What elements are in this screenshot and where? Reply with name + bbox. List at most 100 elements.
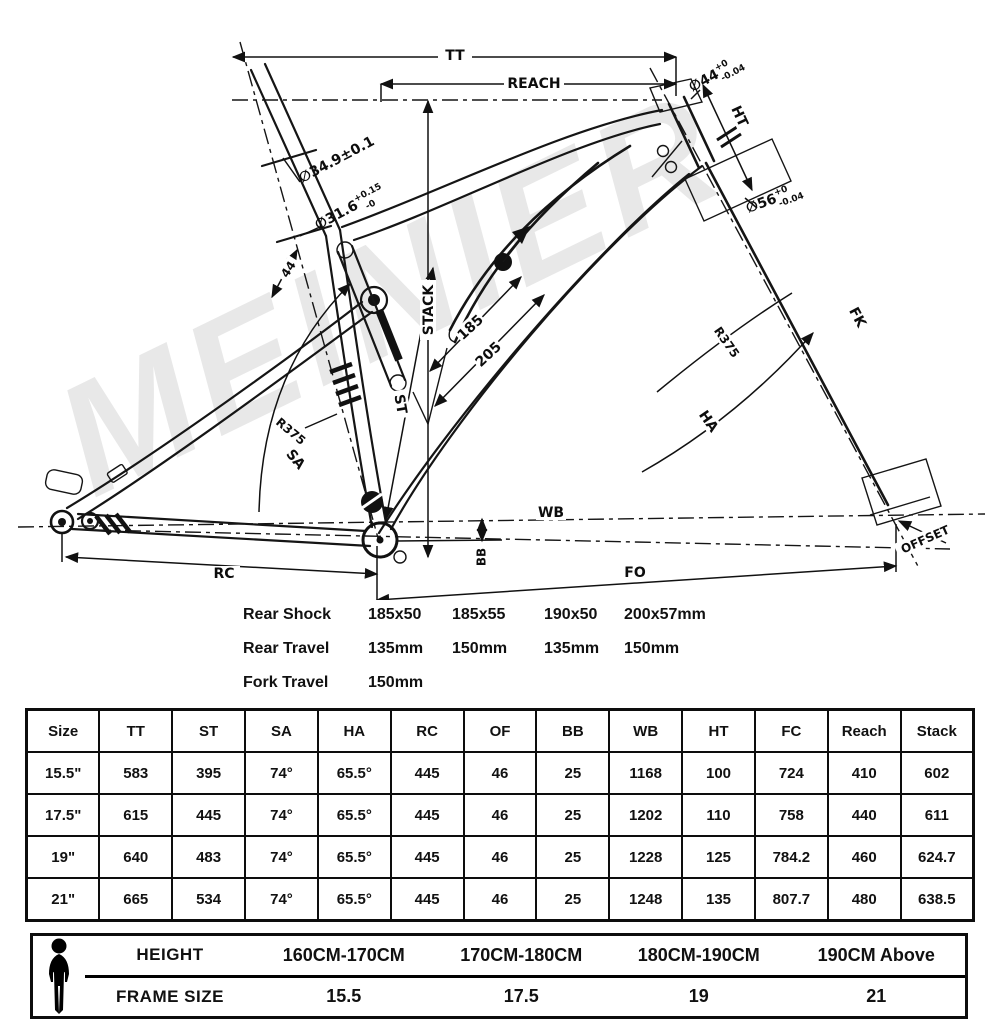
geo-column-header: FC xyxy=(753,708,829,753)
geo-value-cell: 25 xyxy=(535,793,611,837)
geo-column-header: Reach xyxy=(826,708,902,753)
geo-value-cell: 74° xyxy=(244,793,319,837)
spec-value: 200x57mm xyxy=(624,606,706,623)
geo-value-cell: 807.7 xyxy=(753,877,829,922)
spec-value: 135mm xyxy=(368,640,424,657)
r375-left-label: R375 xyxy=(273,415,308,448)
geo-size-cell: 15.5" xyxy=(25,751,101,795)
geo-value-cell: 46 xyxy=(462,835,538,879)
geo-column-header: HA xyxy=(316,708,392,753)
spec-label: Rear Travel xyxy=(243,640,330,657)
bottom-bracket xyxy=(361,521,399,559)
spec-row: Rear Shock 185x50 185x55 190x50 200x57mm xyxy=(243,598,744,632)
size-value: 17.5 xyxy=(503,986,539,1007)
geo-value-cell: 460 xyxy=(826,835,902,879)
geo-value-cell: 638.5 xyxy=(899,877,975,922)
frame-details xyxy=(44,78,942,564)
geo-value-cell: 1228 xyxy=(608,835,684,879)
size-row-label: FRAME SIZE xyxy=(116,986,224,1006)
geo-value-cell: 135 xyxy=(681,877,756,922)
size-value: 160CM-170CM xyxy=(282,944,405,965)
size-value: 15.5 xyxy=(326,986,362,1007)
headset-bottom-cup xyxy=(684,138,792,222)
geo-value-cell: 1202 xyxy=(608,793,684,837)
geo-value-cell: 483 xyxy=(171,835,247,879)
geo-size-cell: 21" xyxy=(25,877,101,922)
geo-value-cell: 445 xyxy=(389,751,465,795)
geo-value-cell: 25 xyxy=(535,751,611,795)
geo-value-cell: 445 xyxy=(389,793,465,837)
spec-label: Rear Shock xyxy=(243,606,332,623)
geo-value-cell: 25 xyxy=(535,835,611,879)
geo-value-cell: 74° xyxy=(244,751,319,795)
geo-size-cell: 17.5" xyxy=(25,793,101,837)
geo-value-cell: 1248 xyxy=(608,877,684,922)
st-label: ST xyxy=(390,393,409,416)
spec-value: 185x50 xyxy=(368,606,422,623)
geo-value-cell: 611 xyxy=(899,793,975,837)
size-value: 21 xyxy=(866,986,887,1007)
spec-value: 150mm xyxy=(624,640,680,657)
frame-geometry-drawing: MEINIER xyxy=(17,41,986,600)
geo-value-cell: 602 xyxy=(899,751,975,795)
geo-value-cell: 784.2 xyxy=(753,835,829,879)
geo-value-cell: 440 xyxy=(826,793,902,837)
spec-label: Fork Travel xyxy=(243,674,329,691)
reach-label: REACH xyxy=(507,76,560,92)
size-value: 190CM Above xyxy=(817,944,935,965)
geo-value-cell: 445 xyxy=(389,877,465,922)
wb-label: WB xyxy=(538,505,564,521)
geo-column-header: SA xyxy=(244,708,319,753)
geo-column-header: TT xyxy=(98,708,174,753)
geo-value-cell: 25 xyxy=(535,877,611,922)
stack-label: STACK xyxy=(421,284,437,336)
geo-value-cell: 624.7 xyxy=(899,835,975,879)
geo-column-header: Stack xyxy=(899,708,975,753)
geo-size-cell: 19" xyxy=(25,835,101,879)
geo-column-header: ST xyxy=(171,708,247,753)
front-dropout xyxy=(861,458,942,526)
geo-value-cell: 445 xyxy=(389,835,465,879)
geo-value-cell: 583 xyxy=(98,751,174,795)
geo-value-cell: 65.5° xyxy=(316,793,392,837)
spec-value: 185x55 xyxy=(452,606,506,623)
geo-value-cell: 65.5° xyxy=(316,835,392,879)
geo-value-cell: 480 xyxy=(826,877,902,922)
geo-value-cell: 46 xyxy=(462,877,538,922)
size-value: 180CM-190CM xyxy=(637,944,760,965)
person-icon xyxy=(33,936,85,1016)
geo-column-header: Size xyxy=(25,708,101,753)
rear-shock-body xyxy=(375,308,403,362)
spec-value: 135mm xyxy=(544,640,600,657)
geo-value-cell: 110 xyxy=(681,793,756,837)
geo-column-header: HT xyxy=(681,708,756,753)
geo-value-cell: 640 xyxy=(98,835,174,879)
geo-column-header: OF xyxy=(462,708,538,753)
size-value: 170CM-180CM xyxy=(460,944,583,965)
spec-value: 190x50 xyxy=(544,606,598,623)
bb-drop-label: BB xyxy=(475,548,489,566)
geo-value-cell: 410 xyxy=(826,751,902,795)
headset-top-diameter-label: ∅44+0-0.04 xyxy=(685,52,747,99)
geo-value-cell: 615 xyxy=(98,793,174,837)
geo-value-cell: 65.5° xyxy=(316,877,392,922)
rear-axle xyxy=(49,509,75,535)
geo-column-header: RC xyxy=(389,708,465,753)
offset-label: OFFSET xyxy=(899,522,953,556)
person-silhouette xyxy=(49,938,69,1014)
spec-value: 150mm xyxy=(452,640,508,657)
geo-value-cell: 534 xyxy=(171,877,247,922)
geo-column-header: BB xyxy=(535,708,611,753)
centerlines xyxy=(17,41,986,571)
